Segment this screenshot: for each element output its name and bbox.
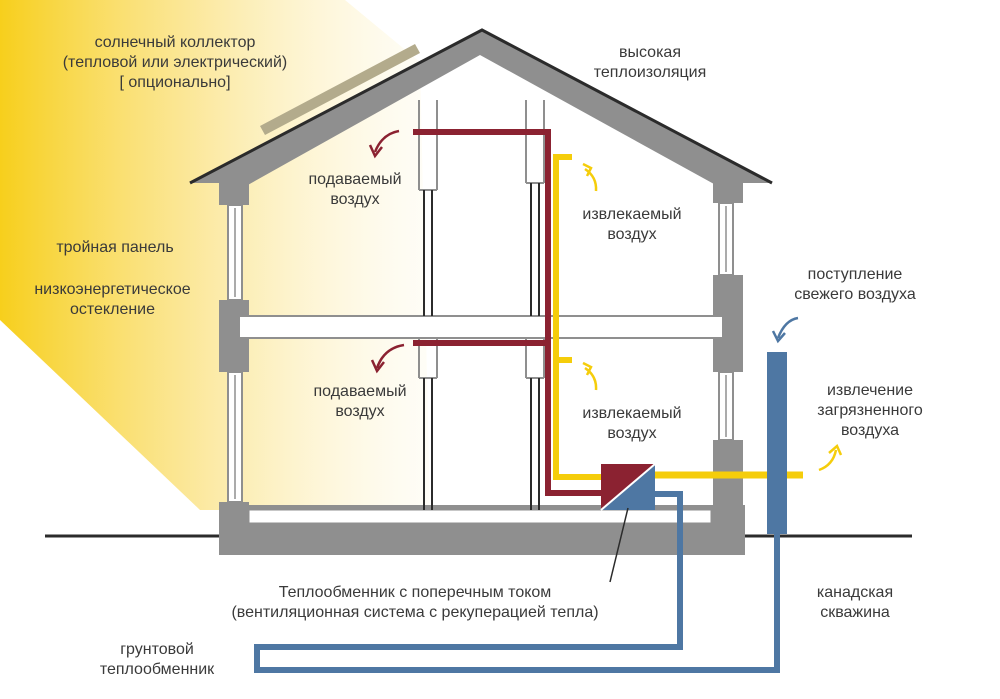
glazing-label-line-2: остекление xyxy=(69,301,156,318)
supply-air-duct xyxy=(413,129,602,496)
interior-partitions xyxy=(418,100,545,510)
fresh-air-arrow-icon xyxy=(776,316,799,339)
supply-arrow-upper-icon xyxy=(373,129,400,153)
exhaust-label-line-1: извлечение xyxy=(826,382,913,399)
insulation-label-line-2: теплоизоляция xyxy=(593,64,707,81)
triple-panel-label: тройная панель xyxy=(25,238,205,258)
right-wall-upper xyxy=(713,183,743,203)
extract-air-lower-line-1: извлекаемый xyxy=(582,405,682,422)
exhaust-label-line-3: воздуха xyxy=(840,422,900,439)
insulation-label-line-1: высокая xyxy=(619,44,681,61)
ground-exchanger-label-line-2: теплообменник xyxy=(99,661,215,678)
exhaust-label-line-2: загрязненного xyxy=(817,402,923,419)
fresh-air-label-line-2: свежего воздуха xyxy=(794,286,916,303)
extract-arrow-lower-icon xyxy=(584,366,598,391)
middle-floor-slab xyxy=(238,315,724,339)
extract-air-lower-line-2: воздух xyxy=(607,425,657,442)
canadian-well-label-line-2: скважина xyxy=(820,604,890,621)
extract-air-upper-line-1: извлекаемый xyxy=(582,206,682,223)
supply-air-upper-line-2: воздух xyxy=(330,191,380,208)
solar-collector xyxy=(260,44,420,135)
supply-air-lower-line-1: подаваемый xyxy=(313,383,407,400)
solar-collector-label: солнечный коллектор (тепловой или электр… xyxy=(25,33,325,93)
heat-exchanger-leader xyxy=(609,507,629,583)
supply-air-lower-line-2: воздух xyxy=(335,403,385,420)
fresh-air-label: поступление свежего воздуха xyxy=(770,265,940,305)
extract-air-upper-line-2: воздух xyxy=(607,226,657,243)
left-wall-upper xyxy=(219,183,249,205)
extract-air-duct xyxy=(553,154,604,480)
glazing-label: низкоэнергетическое остекление xyxy=(10,280,215,320)
heat-exchanger-label-line-2: (вентиляционная система с рекуперацией т… xyxy=(231,604,599,621)
canadian-well-label: канадская скважина xyxy=(790,583,920,623)
heat-exchanger-label-line-1: Теплообменник с поперечным током xyxy=(278,584,552,601)
extract-air-upper-label: извлекаемый воздух xyxy=(557,205,707,245)
solar-collector-label-line-2: (тепловой или электрический) xyxy=(62,54,288,71)
supply-arrow-lower-icon xyxy=(375,343,405,369)
ground-exchanger-label-line-1: грунтовой xyxy=(120,641,194,658)
left-wall-lower xyxy=(219,502,249,510)
extract-air-lower-label: извлекаемый воздух xyxy=(557,404,707,444)
canadian-well-intake xyxy=(767,352,787,534)
supply-air-upper-line-1: подаваемый xyxy=(308,171,402,188)
extract-arrow-upper-icon xyxy=(584,167,598,192)
roof-edge xyxy=(189,28,773,185)
fresh-air-label-line-1: поступление xyxy=(807,266,903,283)
ground-floor-slab xyxy=(248,509,712,524)
ground-exchanger-label: грунтовой теплообменник xyxy=(82,640,232,680)
solar-collector-label-line-1: солнечный коллектор xyxy=(94,34,256,51)
solar-collector-label-line-3: [ опционально] xyxy=(119,74,231,91)
ground-heat-exchanger-loop xyxy=(254,491,780,673)
supply-air-lower-label: подаваемый воздух xyxy=(285,382,435,422)
heat-exchanger-label: Теплообменник с поперечным током (вентил… xyxy=(160,583,670,623)
exhaust-arrow-icon xyxy=(818,449,838,472)
glazing-label-line-1: низкоэнергетическое xyxy=(34,281,191,298)
exhaust-label: извлечение загрязненного воздуха xyxy=(790,381,950,441)
heat-recovery-unit xyxy=(600,463,656,511)
triple-panel-label-text: тройная панель xyxy=(56,239,174,256)
insulation-label: высокая теплоизоляция xyxy=(570,43,730,83)
supply-air-upper-label: подаваемый воздух xyxy=(280,170,430,210)
canadian-well-label-line-1: канадская xyxy=(816,584,894,601)
